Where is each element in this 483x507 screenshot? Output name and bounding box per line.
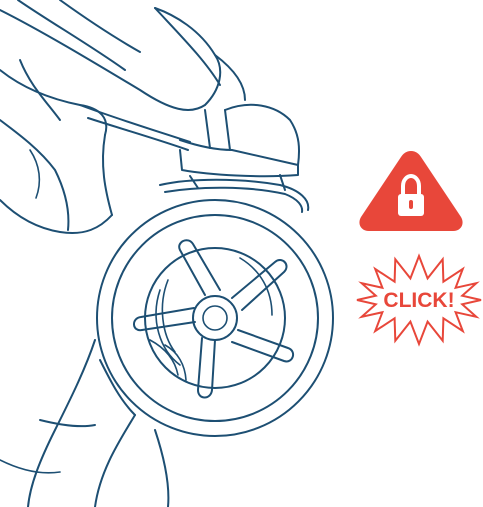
wheel-drawing xyxy=(97,200,333,436)
lower-hand-drawing xyxy=(0,340,186,507)
padlock-warning-icon xyxy=(359,151,462,231)
click-label: CLICK! xyxy=(383,289,454,312)
wheel-fork-drawing xyxy=(160,55,308,212)
click-burst: CLICK! xyxy=(357,256,481,344)
upper-hand-drawing xyxy=(0,0,220,233)
